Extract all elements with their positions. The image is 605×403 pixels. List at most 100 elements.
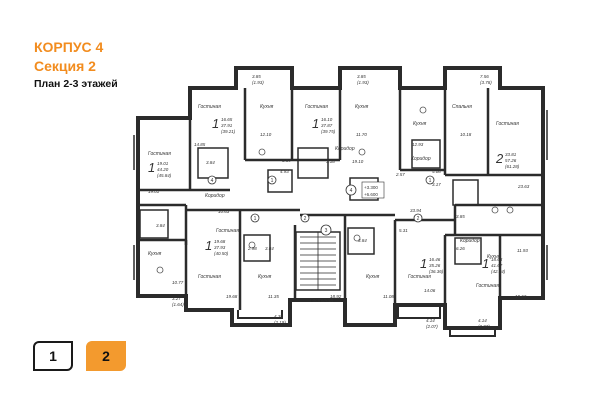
dim-label: 5.31 (399, 228, 408, 233)
room-name: Гостиная (305, 104, 328, 110)
dim-label: 4.14 (426, 318, 435, 323)
dim-label: 12.10 (260, 132, 272, 137)
svg-text:35.26: 35.26 (429, 263, 441, 268)
dim-label: (2.07) (426, 324, 438, 329)
dim-label: 19.63 (515, 294, 527, 299)
dim-label: 3.84 (358, 238, 367, 243)
dim-label: 2.57 (395, 172, 405, 177)
floor-2-button[interactable]: 2 (86, 341, 126, 371)
svg-text:1: 1 (212, 116, 219, 131)
dim-label: 6.26 (456, 246, 465, 251)
svg-text:16.46: 16.46 (429, 257, 441, 262)
svg-text:44.20: 44.20 (157, 167, 169, 172)
room-name: Гостиная (198, 274, 221, 280)
room-name: Гостиная (408, 274, 431, 280)
svg-text:(61.28): (61.28) (505, 164, 520, 169)
svg-text:(42.74): (42.74) (491, 269, 506, 274)
marker-label: 4 (350, 188, 353, 194)
svg-text:37.91: 37.91 (221, 123, 233, 128)
room-name: Кухня (366, 274, 380, 280)
dim-label: 3.85 (456, 214, 465, 219)
marker-circle (300, 213, 310, 223)
room-name: Гостиная (148, 151, 171, 157)
marker-label: 1 (254, 216, 257, 222)
apartment-label: 1 16.65 37.91 (39.21) (212, 116, 236, 134)
svg-text:16.10: 16.10 (321, 117, 333, 122)
floor-1-button[interactable]: 1 (33, 341, 73, 371)
room-name: Гостиная (198, 104, 221, 110)
svg-text:16.65: 16.65 (221, 117, 233, 122)
marker-label: 4 (211, 178, 214, 184)
marker-label: 1 (271, 178, 274, 184)
dim-label: 12.93 (412, 142, 424, 147)
svg-text:1: 1 (312, 116, 319, 131)
dim-label: 2.98 (247, 246, 257, 251)
svg-text:33.81: 33.81 (505, 152, 517, 157)
dim-label: 23.63 (517, 184, 530, 189)
dim-label: 3.27 (172, 296, 181, 301)
marker-circle (267, 175, 277, 185)
room-name: Кухня (258, 274, 272, 280)
dim-label: 19.10 (352, 159, 364, 164)
room-name: Кухня (413, 121, 427, 127)
dim-label: 5.08 (432, 169, 441, 174)
svg-text:41.67: 41.67 (491, 263, 503, 268)
svg-text:1: 1 (420, 256, 427, 271)
marker-label: 2 (417, 216, 420, 222)
dim-label: 14.06 (424, 288, 436, 293)
room-name: Гостиная (216, 228, 239, 234)
dim-label: (1.64) (172, 302, 184, 307)
dim-label: (1.93) (252, 80, 264, 85)
dim-label: 3.84 (156, 223, 165, 228)
apartment-label: 2 33.81 57.26 (61.28) (495, 151, 520, 169)
room-name: Коридор (460, 238, 480, 244)
elevation-label: +6.600 (364, 192, 378, 197)
marker-circle (345, 184, 357, 196)
svg-text:18.63: 18.63 (491, 257, 503, 262)
dim-label: 11.93 (517, 248, 528, 253)
dim-label: (3.78) (480, 80, 492, 85)
plan-subtitle: План 2-3 этажей (34, 78, 118, 90)
room-name: Гостиная (476, 283, 499, 289)
svg-text:37.93: 37.93 (214, 245, 226, 250)
room-name: Кухня (260, 104, 274, 110)
room-name: Кухня (487, 254, 501, 260)
room-name: Коридор (205, 193, 225, 199)
dim-label: 4.14 (478, 318, 487, 323)
dim-label: 3.84 (206, 160, 215, 165)
elevation-box (361, 181, 385, 199)
svg-text:1: 1 (482, 256, 489, 271)
room-name: Гостиная (310, 298, 333, 304)
dim-label: 4.93 (280, 169, 289, 174)
svg-text:(40.50): (40.50) (214, 251, 229, 256)
marker-label: 2 (304, 216, 307, 222)
svg-text:2: 2 (495, 151, 504, 166)
markers (207, 175, 435, 236)
dim-label: 11.08 (383, 294, 394, 299)
marker-circle (425, 175, 435, 185)
marker-label: 3 (325, 228, 328, 234)
marker-circle (413, 213, 423, 223)
dim-label: 3.17 (432, 182, 441, 187)
room-name: Кухня (355, 104, 369, 110)
svg-text:19.01: 19.01 (157, 161, 169, 166)
dim-label: 4.38 (274, 314, 283, 319)
dim-label: (1.93) (357, 80, 369, 85)
svg-text:37.87: 37.87 (321, 123, 333, 128)
dim-label: 19.68 (226, 294, 238, 299)
dim-label: (2.19) (274, 320, 286, 325)
marker-label: 1 (429, 178, 432, 184)
marker-circle (320, 224, 332, 236)
walls (133, 66, 548, 337)
dim-label: 3.85 (252, 74, 261, 79)
dim-label: 19.01 (148, 189, 160, 194)
dim-label: 11.35 (268, 294, 279, 299)
dim-label: 11.70 (356, 132, 367, 137)
room-name: Кухня (148, 251, 162, 257)
room-name: Гостиная (496, 121, 519, 127)
dim-label: (2.07) (478, 324, 490, 329)
dim-label: 10.63 (218, 209, 230, 214)
marker-circle (250, 213, 260, 223)
room-name: Спальня (452, 104, 472, 110)
